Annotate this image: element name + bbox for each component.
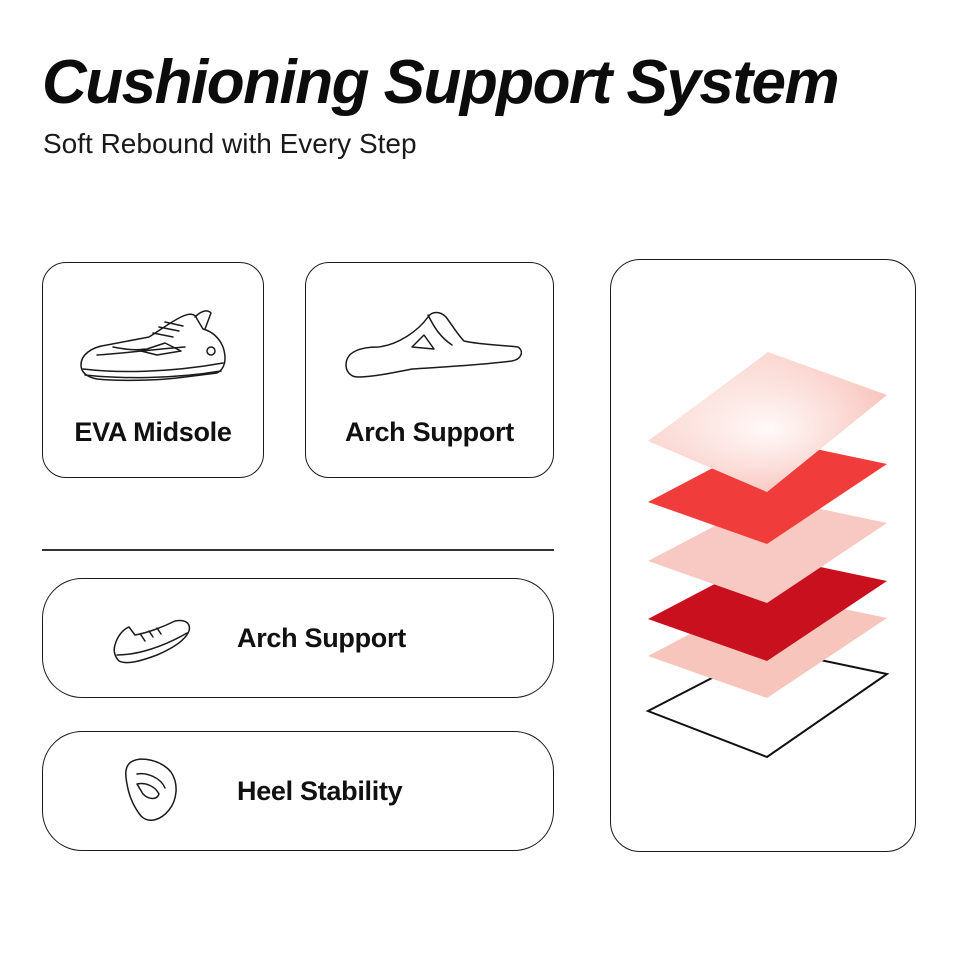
page-title: Cushioning Support System (42, 48, 840, 117)
shoe-outline-icon (113, 619, 191, 664)
cushion-layers-panel (610, 259, 916, 852)
feature-row-heel-stability: Heel Stability (42, 731, 554, 851)
section-divider (42, 549, 554, 551)
card-label: EVA Midsole (74, 417, 232, 447)
card-label: Arch Support (345, 417, 514, 447)
arch-insole-icon (345, 311, 522, 378)
layer-4 (648, 556, 887, 661)
row-label: Arch Support (237, 622, 406, 653)
feature-row-arch-support: Arch Support (42, 578, 554, 698)
running-shoe-icon (80, 310, 226, 382)
cushion-layers-illustration (645, 352, 890, 759)
feature-card-arch-support: Arch Support (305, 262, 554, 478)
row-label: Heel Stability (237, 775, 403, 806)
layer-3 (648, 498, 887, 603)
heel-cup-icon (125, 758, 177, 821)
feature-card-eva-midsole: EVA Midsole (42, 262, 264, 478)
page-subtitle: Soft Rebound with Every Step (43, 128, 417, 159)
